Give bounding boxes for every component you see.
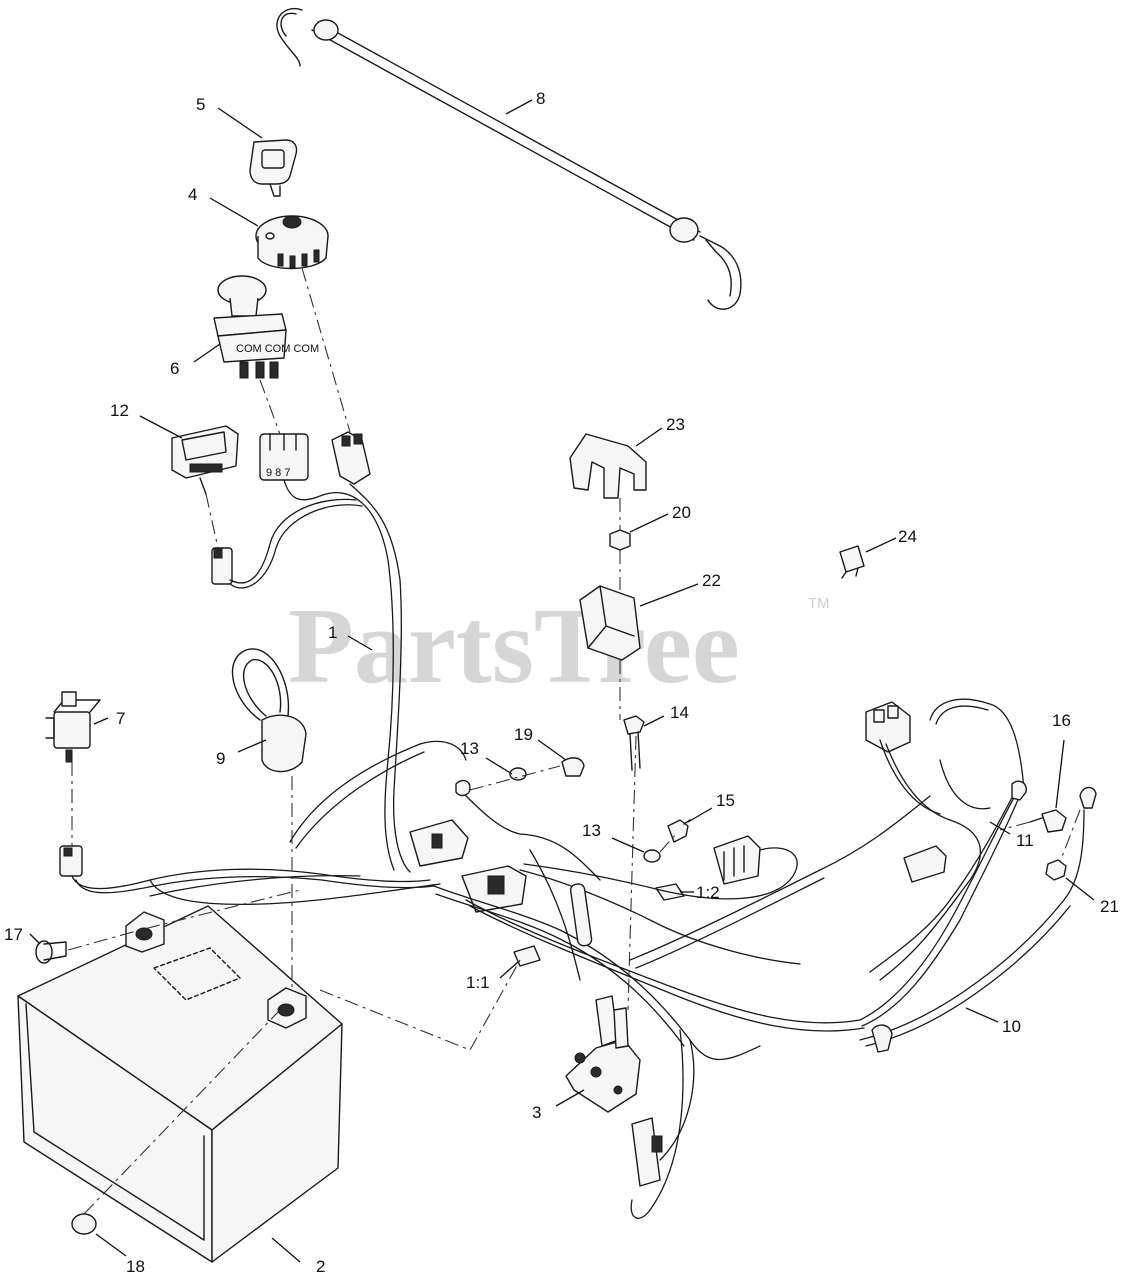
part-18-nut[interactable] (71, 1213, 97, 1235)
harness-connector-ignition (331, 431, 371, 485)
harness-connector-987: 9 8 7 (259, 433, 309, 481)
part-20-nut[interactable] (609, 529, 631, 551)
part-23-cover[interactable] (569, 433, 647, 499)
callout-23: 23 (666, 415, 685, 434)
callout-16: 16 (1052, 711, 1071, 730)
callout-11: 11 (1016, 831, 1034, 850)
part-6-pto-switch[interactable]: COM COM COM (213, 275, 319, 379)
harness-connector-mid (409, 819, 469, 867)
part-17-bolt[interactable] (35, 940, 67, 964)
harness-connector-right (713, 835, 761, 885)
callout-21: 21 (1100, 897, 1119, 916)
watermark-text: PartsTree (288, 587, 740, 706)
part-1-harness[interactable]: 9 8 7 (59, 431, 1097, 1219)
callout-3: 3 (532, 1103, 541, 1122)
harness-connector-916 (903, 845, 947, 883)
callout-13-lower: 13 (582, 821, 601, 840)
part-7-relay[interactable] (45, 691, 101, 763)
callout-6: 6 (170, 359, 179, 378)
harness-connector-lower (631, 1117, 663, 1187)
callout-20: 20 (672, 503, 691, 522)
part-5-key[interactable] (249, 139, 298, 197)
callout-22: 22 (702, 571, 721, 590)
part-1-1-fuse[interactable] (513, 945, 541, 967)
part-21-nut[interactable] (1045, 859, 1067, 881)
part-13-washer-b[interactable] (643, 849, 661, 863)
part-12-switch[interactable] (171, 425, 239, 495)
harness-connector-relay (59, 845, 83, 877)
callout-24: 24 (898, 527, 917, 546)
callout-10: 10 (1002, 1017, 1021, 1036)
watermark-trademark: TM (808, 595, 830, 612)
part-15-bolt[interactable] (667, 819, 691, 843)
part-14-bolt[interactable] (623, 715, 645, 771)
harness-connector-12 (211, 547, 233, 585)
part-2-battery[interactable] (17, 905, 343, 1263)
part-13-washer-a[interactable] (509, 767, 527, 781)
callout-1-2: 1:2 (696, 883, 720, 902)
callout-1: 1 (328, 623, 337, 642)
part-24-fuse[interactable] (839, 545, 865, 579)
callout-5: 5 (196, 95, 205, 114)
callout-8: 8 (536, 89, 545, 108)
part-8-rod[interactable] (276, 7, 742, 310)
harness-connector-top-right (865, 701, 911, 753)
callout-2: 2 (316, 1257, 325, 1276)
callout-15: 15 (716, 791, 735, 810)
harness-connector-center (461, 865, 527, 913)
callout-19: 19 (514, 725, 533, 744)
connector-pin-labels: 9 8 7 (266, 467, 290, 479)
part-4-ignition-switch[interactable] (255, 215, 329, 270)
callout-4: 4 (188, 185, 197, 204)
callout-labels: 1 2 3 4 5 6 7 8 9 10 11 12 13 13 14 15 1… (4, 89, 1119, 1276)
part-3-solenoid[interactable] (565, 995, 641, 1113)
part-22-boot[interactable] (579, 585, 641, 661)
part-19-clip[interactable] (561, 757, 585, 777)
callout-1-1: 1:1 (466, 973, 490, 992)
callout-17: 17 (4, 925, 23, 944)
callout-9: 9 (216, 749, 225, 768)
assembly-lines (67, 267, 1081, 1215)
callout-14: 14 (670, 703, 689, 722)
callout-18: 18 (126, 1257, 145, 1276)
callout-13-upper: 13 (460, 739, 479, 758)
pto-switch-marking: COM COM COM (236, 343, 319, 355)
callout-leaders (29, 99, 1095, 1263)
part-9-cable-boot[interactable] (231, 648, 307, 773)
callout-12: 12 (110, 401, 129, 420)
callout-7: 7 (116, 709, 125, 728)
part-16-bolt[interactable] (1029, 809, 1067, 833)
